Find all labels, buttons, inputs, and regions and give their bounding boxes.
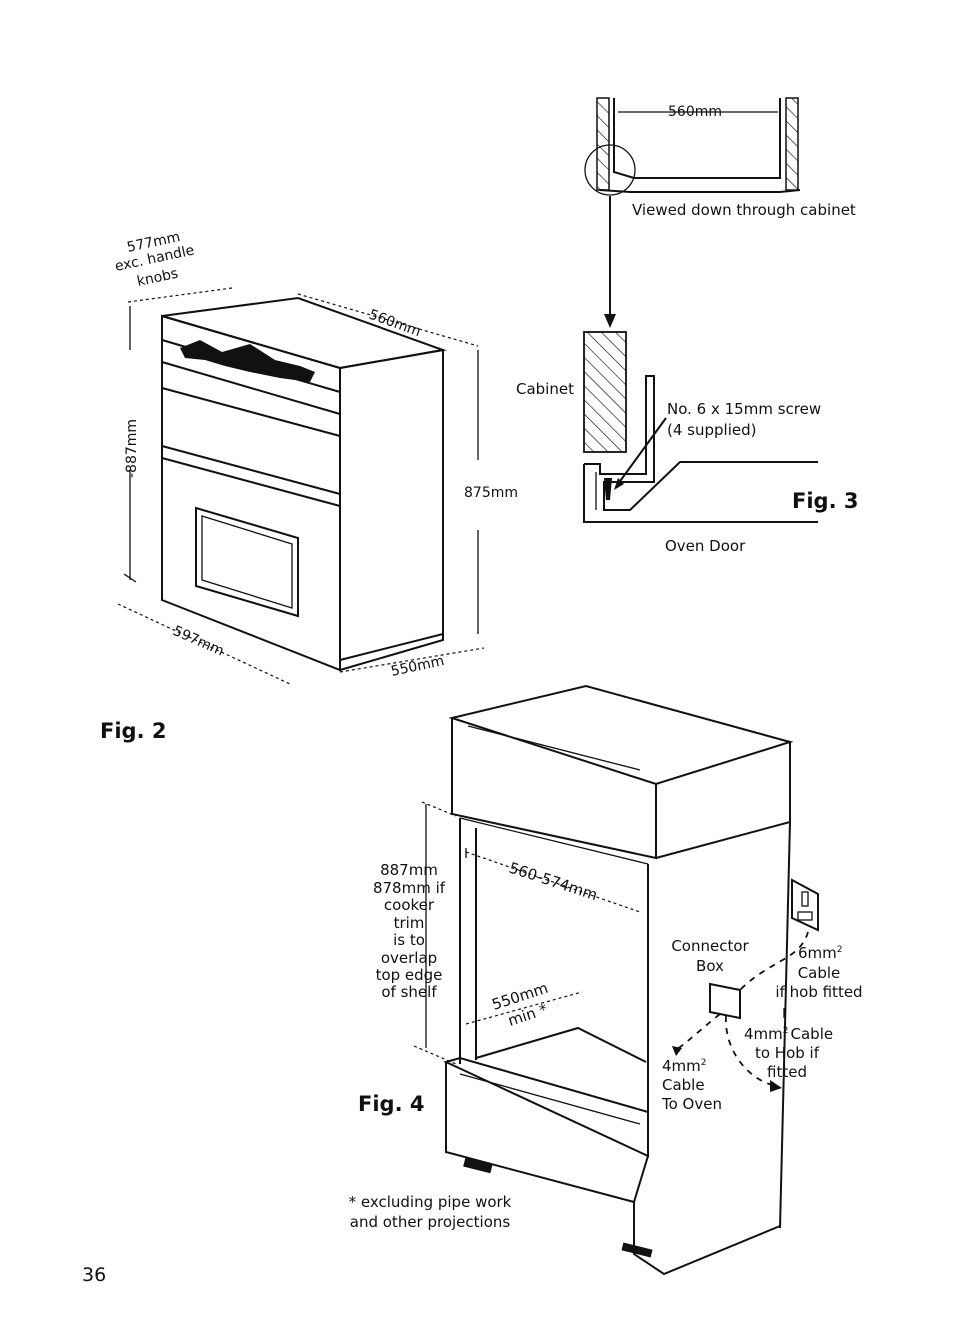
fig2-title: Fig. 2: [100, 719, 166, 743]
fig4-width-dim: 560-574mm: [507, 859, 600, 905]
fig3-labels: 560mm Viewed down through cabinet Cabine…: [516, 104, 858, 555]
fig4-oven-cable-2: Cable: [662, 1076, 705, 1094]
fig4-footnote-1: * excluding pipe work: [349, 1193, 512, 1211]
fig4-connector-label-2: Box: [696, 957, 724, 975]
fig4-height-dim-2: 878mm if: [373, 879, 446, 897]
fig4-height-dim-8: of shelf: [381, 983, 437, 1001]
fig2-oven-drawing: [161, 296, 447, 672]
fig4-footnote-2: and other projections: [350, 1213, 511, 1231]
fig4-height-dim-6: overlap: [381, 949, 437, 967]
fig4-hob-cable-3: fitted: [767, 1063, 807, 1081]
fig3-top-view: [584, 97, 801, 328]
fig3-section-view: [583, 331, 818, 523]
fig2-dimension-lines: [117, 287, 485, 685]
fig2-top-width-dim: 560mm: [367, 307, 423, 341]
fig3-screw-label-2: (4 supplied): [667, 421, 756, 439]
fig4-connector-label-1: Connector: [671, 937, 749, 955]
fig4-height-dim-7: top edge: [376, 966, 443, 984]
fig4-hob-switch-cable-3: if hob fitted: [775, 983, 862, 1001]
fig3-oven-door-label: Oven Door: [665, 537, 746, 555]
fig3-title: Fig. 3: [792, 489, 858, 513]
fig3-width-dim: 560mm: [668, 104, 722, 120]
fig3-caption-top: Viewed down through cabinet: [632, 201, 856, 219]
fig2-outer-height-dim: -887mm: [124, 419, 140, 478]
fig4-hob-switch-cable-1: 6mm2: [798, 944, 843, 962]
fig4-oven-cable-3: To Oven: [661, 1095, 722, 1113]
fig2-inner-height-dim: 875mm: [464, 485, 518, 501]
fig4-height-dim-5: is to: [393, 931, 425, 949]
fig4-title: Fig. 4: [358, 1092, 424, 1116]
fig4-height-dim-4: trim: [394, 914, 425, 932]
fig3-screw-label-1: No. 6 x 15mm screw: [667, 400, 821, 418]
fig4-height-dim-3: cooker: [384, 896, 435, 914]
fig4-hob-cable-2: to Hob if: [755, 1044, 820, 1062]
fig3-cabinet-label: Cabinet: [516, 380, 574, 398]
fig4-oven-cable-1: 4mm2: [662, 1057, 707, 1075]
fig4-height-dim-1: 887mm: [380, 861, 438, 879]
fig4-dimension-lines: [413, 801, 641, 1065]
fig2-width-dim: 597mm: [170, 623, 226, 660]
fig2-depth-dim: 550mm: [390, 653, 446, 680]
page-number: 36: [82, 1264, 106, 1286]
fig3-detail-circle: [584, 144, 636, 196]
fig4-housing-unit: [443, 684, 819, 1276]
fig4-hob-switch-cable-2: Cable: [798, 964, 841, 982]
